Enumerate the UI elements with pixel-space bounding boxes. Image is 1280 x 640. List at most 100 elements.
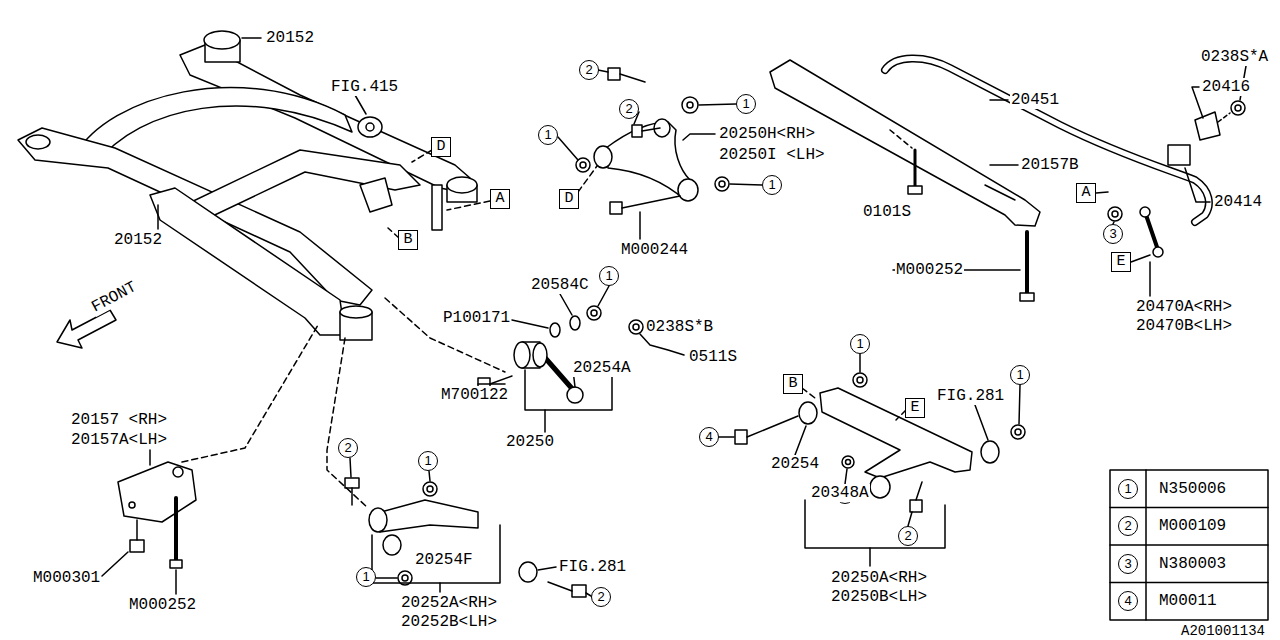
- upper-arm: [576, 68, 729, 214]
- part-label: A201001134: [1180, 623, 1266, 639]
- upper-arm: [622, 196, 680, 208]
- trailing-link: [345, 478, 586, 597]
- part-label: 20252A<RH>: [400, 594, 498, 612]
- support-plate: [1020, 293, 1034, 301]
- part-label: 20157 <RH>: [70, 411, 168, 429]
- upper-arm: [620, 74, 645, 82]
- callout-text: 1: [424, 454, 431, 468]
- part-label: M000252: [895, 261, 964, 279]
- leader-line: [350, 458, 351, 477]
- lateral-link: [490, 376, 512, 384]
- leader-line: [512, 320, 548, 328]
- leader-line: [102, 38, 1246, 596]
- callout-text: 1: [1124, 482, 1131, 496]
- dashed-guide: [327, 338, 368, 508]
- dashed-guide: [578, 166, 597, 192]
- stabilizer-bar: [885, 58, 1209, 222]
- leader-line: [975, 405, 988, 440]
- legend-table: [1110, 470, 1268, 620]
- support-plate: [985, 185, 1015, 200]
- callout-number: 1: [356, 567, 376, 587]
- lower-arm: [735, 430, 747, 444]
- leader-line: [639, 212, 641, 239]
- bracket: [174, 498, 178, 560]
- leader-line: [478, 383, 505, 385]
- part-label: 20252B<LH>: [400, 613, 498, 631]
- upper-arm: [632, 125, 642, 137]
- bracket: [136, 520, 138, 540]
- callout-text: 1: [544, 128, 551, 142]
- lower-arm: [747, 416, 798, 437]
- leader-line: [859, 354, 861, 372]
- leader-line: [699, 104, 736, 105]
- callout-text: 2: [1124, 519, 1131, 533]
- trailing-link: [402, 575, 408, 581]
- support-plate: [914, 150, 917, 186]
- stabilizer-mount: [1195, 112, 1220, 140]
- subframe: [185, 150, 420, 222]
- stabilizer-mount: [1168, 145, 1190, 165]
- part-label: 20414: [1213, 193, 1263, 211]
- part-label: 20157A<LH>: [70, 431, 168, 449]
- part-label: 20254: [770, 455, 820, 473]
- callout-text: 1: [768, 178, 775, 192]
- part-label: 20470B<LH>: [1135, 317, 1233, 335]
- trailing-link: [345, 478, 359, 488]
- lower-arm: [735, 373, 1025, 512]
- upper-arm: [642, 128, 660, 131]
- trailing-link: [370, 500, 478, 532]
- leader-line: [869, 548, 871, 566]
- callout-text: 2: [597, 590, 604, 604]
- callout-number: 3: [1118, 554, 1138, 574]
- part-label: 20416: [1201, 78, 1251, 96]
- leader-line: [908, 512, 912, 526]
- lower-arm: [857, 377, 863, 383]
- part-label: 20157B: [1020, 156, 1080, 174]
- bracket: [118, 462, 196, 568]
- trailing-link: [351, 488, 353, 505]
- reference-box: A: [1076, 183, 1096, 203]
- leader-line: [598, 286, 609, 306]
- lower-arm: [910, 500, 922, 512]
- stabilizer-mount: [1235, 105, 1241, 111]
- upper-arm: [678, 179, 698, 201]
- leader-line: [795, 426, 806, 455]
- callout-text: 1: [856, 337, 863, 351]
- lower-arm: [846, 460, 851, 465]
- part-label: M000301: [32, 569, 101, 587]
- leader-line: [1096, 192, 1108, 193]
- part-label: 20451: [1010, 91, 1060, 109]
- subframe: [358, 117, 382, 137]
- part-label: 20152: [113, 231, 163, 249]
- lateral-link: [629, 320, 643, 334]
- leader-line: [598, 70, 608, 72]
- part-label: 20250H<RH>: [718, 125, 816, 143]
- subframe: [366, 123, 374, 131]
- callout-text: 3: [1109, 227, 1116, 241]
- subframe: [340, 306, 372, 318]
- callout-number: 1: [418, 451, 438, 471]
- trailing-link: [572, 585, 586, 597]
- lateral-link: [550, 323, 560, 337]
- stabilizer-mount: [1231, 101, 1245, 115]
- part-label: 20254A: [572, 359, 632, 377]
- part-label: 20348A: [810, 484, 870, 502]
- leader-line: [376, 577, 397, 579]
- lower-arm: [799, 402, 817, 424]
- leader-line: [175, 570, 177, 594]
- lateral-link: [533, 343, 547, 367]
- callout-text: 4: [705, 430, 712, 444]
- subframe: [432, 185, 442, 230]
- stabilizer-mount: [1145, 212, 1158, 250]
- leader-line: [719, 436, 734, 438]
- reference-box: B: [783, 374, 803, 394]
- lower-arm: [1015, 429, 1021, 435]
- callout-number: 2: [898, 526, 918, 546]
- callout-number: 1: [538, 125, 558, 145]
- callout-text: D: [436, 139, 445, 155]
- support-plate: [770, 60, 1040, 301]
- part-label: M000109: [1158, 517, 1227, 535]
- upper-arm: [610, 202, 622, 214]
- callout-text: B: [403, 232, 412, 248]
- trailing-link: [427, 486, 433, 492]
